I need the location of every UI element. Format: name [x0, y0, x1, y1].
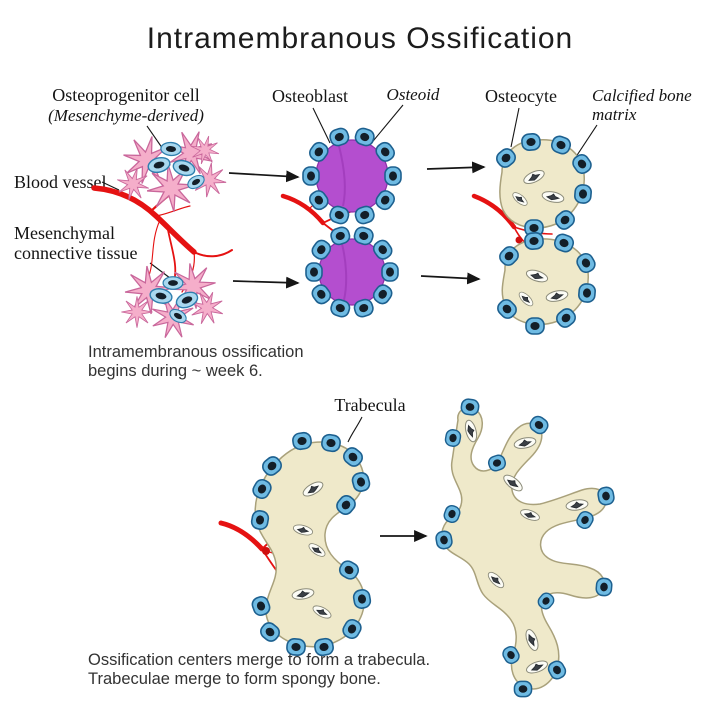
stage-2-osteoblast	[280, 125, 402, 320]
label-mesenchymal-line2: connective tissue	[14, 243, 137, 263]
spongy-bone-unit	[434, 397, 616, 698]
leader-blood-vessel	[101, 181, 120, 191]
osteoid-fold	[341, 243, 348, 301]
label-osteoprogenitor-cell: Osteoprogenitor cell	[52, 85, 199, 105]
leader-osteocyte	[510, 107, 520, 148]
label-osteoid: Osteoid	[387, 85, 440, 104]
leader-trabecula	[347, 416, 363, 443]
stage-3-osteocyte	[471, 132, 599, 335]
osteoid-fold	[338, 145, 346, 207]
page-title: Intramembranous Ossification	[147, 22, 574, 55]
arrow-mesenchyme-to-osteoblast-bottom	[232, 276, 300, 289]
stage-1-mesenchyme	[91, 122, 233, 347]
trabecula-unit	[218, 431, 373, 658]
bone-matrix-lower	[494, 231, 599, 335]
label-mesenchymal-line1: Mesenchymal	[14, 223, 115, 243]
bone-matrix-upper	[493, 132, 595, 237]
caption-week6-line2: begins during ~ week 6.	[88, 362, 263, 380]
caption-merge-line1: Ossification centers merge to form a tra…	[88, 651, 430, 669]
label-calcified-bone-line1: Calcified bone	[592, 86, 692, 105]
vessel-knot	[262, 547, 270, 555]
label-calcified-bone-line2: matrix	[592, 105, 637, 124]
osteoid-unit-upper	[302, 125, 402, 227]
osteoid-unit-lower	[305, 224, 399, 320]
arrow-osteoblast-to-osteocyte-bottom	[420, 272, 481, 285]
caption-merge-line2: Trabeculae merge to form spongy bone.	[88, 670, 381, 688]
mesenchyme-cluster-lower	[114, 255, 229, 347]
label-trabecula: Trabecula	[334, 395, 405, 415]
label-osteocyte: Osteocyte	[485, 86, 557, 106]
arrow-mesenchyme-to-osteoblast-top	[228, 170, 300, 183]
caption-week6-line1: Intramembranous ossification	[88, 343, 304, 361]
label-mesenchyme-derived: (Mesenchyme-derived)	[48, 106, 204, 125]
vessel-knot	[515, 236, 523, 244]
mesenchyme-cluster-upper	[110, 122, 229, 223]
leader-osteoblast	[312, 107, 331, 144]
arrow-osteoblast-to-osteocyte-top	[426, 161, 486, 174]
label-osteoblast: Osteoblast	[272, 86, 348, 106]
label-blood-vessel: Blood vessel	[14, 172, 107, 192]
spongy-bone-shape	[441, 406, 607, 690]
